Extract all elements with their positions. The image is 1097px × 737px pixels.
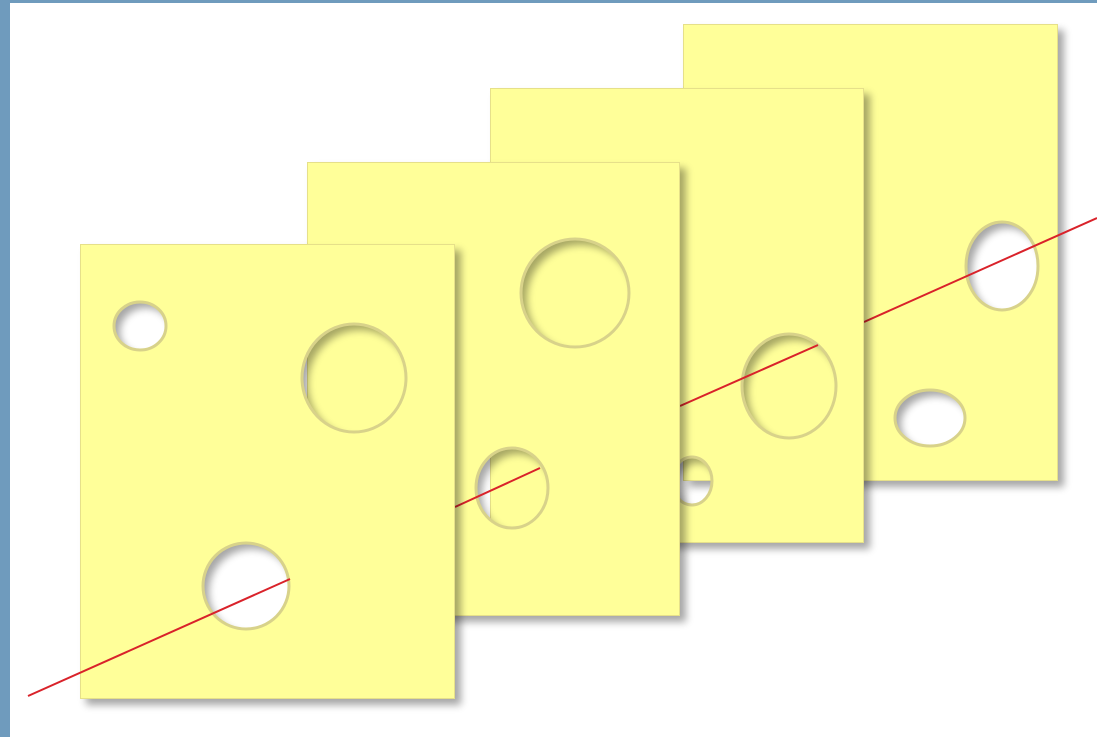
cheese-slice-1 <box>80 244 455 699</box>
